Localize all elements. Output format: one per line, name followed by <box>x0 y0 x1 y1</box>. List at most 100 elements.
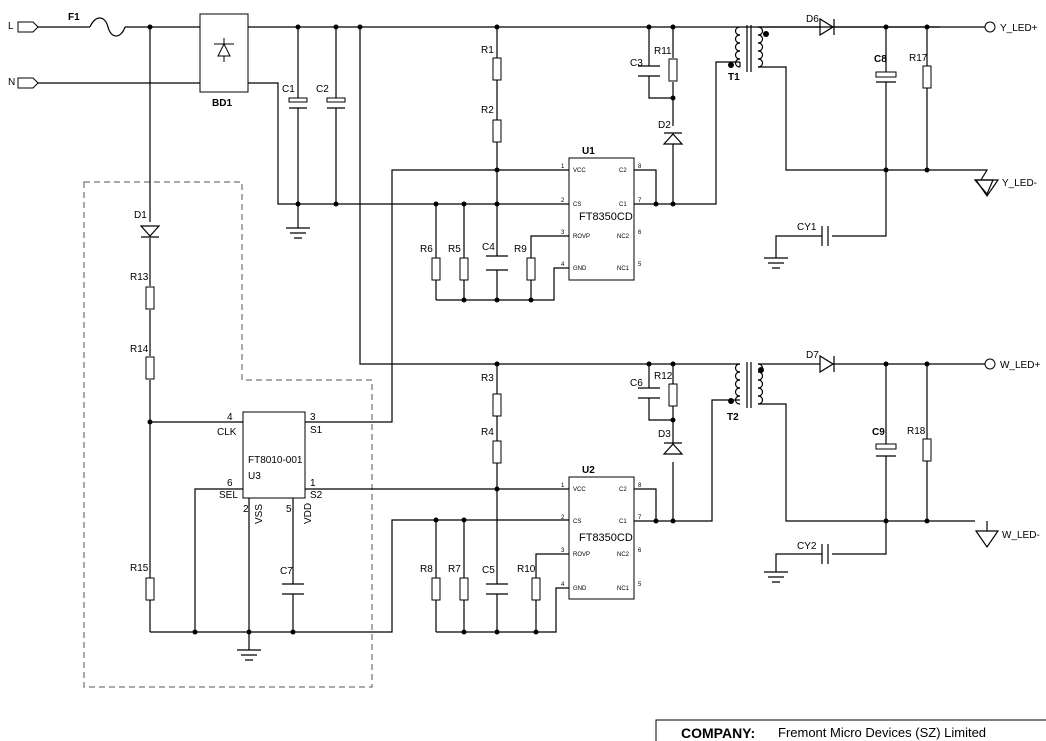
resistor-r17 <box>922 65 932 89</box>
cap-cy2 <box>821 544 829 564</box>
resistor-r9 <box>526 257 536 281</box>
label-c1: C1 <box>282 84 295 95</box>
label-c3: C3 <box>630 58 643 69</box>
label-r18: R18 <box>907 426 926 437</box>
label-d1: D1 <box>134 210 147 221</box>
u3-pin5-num: 5 <box>286 504 292 515</box>
u1-pin-c1: C1 <box>619 202 627 208</box>
u2-pin8: 8 <box>638 483 642 489</box>
label-c2: C2 <box>316 84 329 95</box>
cap-c1 <box>288 97 308 103</box>
u2-pin-c1: C1 <box>619 519 627 525</box>
label-r11: R11 <box>654 46 672 57</box>
diode-d2 <box>662 133 684 145</box>
label-r13: R13 <box>130 272 149 283</box>
u2-pin5: 5 <box>638 582 642 588</box>
cap-cy1 <box>821 226 829 246</box>
cap-c7 <box>282 583 304 595</box>
label-r3: R3 <box>481 373 494 384</box>
transformer-t1 <box>728 25 769 72</box>
label-bd1: BD1 <box>212 98 232 109</box>
u1-ref: U1 <box>582 146 595 157</box>
label-r1: R1 <box>481 45 494 56</box>
label-d3: D3 <box>658 429 671 440</box>
terminal-w-pos <box>984 358 996 370</box>
u1-pin3: 3 <box>561 230 565 236</box>
u3-pin-sel: SEL <box>219 490 238 501</box>
label-d7: D7 <box>806 350 819 361</box>
label-d2: D2 <box>658 120 671 131</box>
resistor-r13 <box>145 286 155 310</box>
u2-ref: U2 <box>582 465 595 476</box>
u1-pin7: 7 <box>638 198 642 204</box>
label-r12: R12 <box>654 371 673 382</box>
u1-pin-nc1: NC1 <box>617 266 630 272</box>
net-label-w-neg: W_LED- <box>1002 530 1040 541</box>
u1-pin6: 6 <box>638 230 642 236</box>
u1-part: FT8350CD <box>579 211 633 223</box>
resistor-r18 <box>922 438 932 462</box>
u2-pin-gnd: GND <box>573 586 587 592</box>
resistor-r7 <box>459 577 469 601</box>
u3-pin-s1: S1 <box>310 425 323 436</box>
resistor-r14 <box>145 356 155 380</box>
net-label-y-pos: Y_LED+ <box>1000 23 1038 34</box>
label-c6: C6 <box>630 378 643 389</box>
u3-pin2-num: 2 <box>243 504 249 515</box>
u1-pin5: 5 <box>638 262 642 268</box>
label-t2: T2 <box>727 412 739 423</box>
label-c8: C8 <box>874 54 887 65</box>
u1-pin-rovp: ROVP <box>573 234 590 240</box>
resistor-r12 <box>668 383 678 407</box>
label-c5: C5 <box>482 565 495 576</box>
cap-c2 <box>326 97 346 103</box>
label-c9: C9 <box>872 427 885 438</box>
u3-pin4-num: 4 <box>227 412 233 423</box>
diode-d3 <box>662 443 684 455</box>
resistor-r11 <box>668 58 678 82</box>
u3-ref: U3 <box>248 471 261 482</box>
label-r10: R10 <box>517 564 536 575</box>
diode-d1 <box>139 225 161 237</box>
u2-pin-c2: C2 <box>619 487 627 493</box>
label-c4: C4 <box>482 242 495 253</box>
u1-pin-vcc: VCC <box>573 168 586 174</box>
label-cy2: CY2 <box>797 541 817 552</box>
u1-pin1: 1 <box>561 164 565 170</box>
u3-pin3-num: 3 <box>310 412 316 423</box>
u3-boundary <box>83 181 373 688</box>
label-c7: C7 <box>280 566 293 577</box>
u2-pin2: 2 <box>561 515 565 521</box>
u3-pin6-num: 6 <box>227 478 233 489</box>
u2-pin1: 1 <box>561 483 565 489</box>
net-label-y-neg: Y_LED- <box>1002 178 1037 189</box>
terminal-w-neg <box>974 521 1000 549</box>
u3-pin-vss: VSS <box>254 504 265 524</box>
u1-pin-cs: CS <box>573 202 581 208</box>
u2-pin6: 6 <box>638 548 642 554</box>
resistor-r10 <box>531 577 541 601</box>
u1-pin-c2: C2 <box>619 168 627 174</box>
title-block-border <box>655 719 1046 741</box>
resistor-r5 <box>459 257 469 281</box>
ic-u2 <box>568 476 635 600</box>
label-t1: T1 <box>728 72 740 83</box>
u2-pin-nc2: NC2 <box>617 552 630 558</box>
u1-pin2: 2 <box>561 198 565 204</box>
resistor-r2 <box>492 119 502 143</box>
ground-symbol <box>286 204 310 239</box>
label-r7: R7 <box>448 564 461 575</box>
label-r6: R6 <box>420 244 433 255</box>
terminal-y-pos <box>984 21 996 33</box>
fuse-f1 <box>89 17 126 37</box>
label-r9: R9 <box>514 244 527 255</box>
cap-c3 <box>638 65 660 77</box>
u2-pin-vcc: VCC <box>573 487 586 493</box>
cap-c6 <box>638 387 660 399</box>
u2-pin3: 3 <box>561 548 565 554</box>
cap-c5 <box>486 583 508 595</box>
u2-pin-rovp: ROVP <box>573 552 590 558</box>
u1-pin4: 4 <box>561 262 565 268</box>
resistor-r6 <box>431 257 441 281</box>
